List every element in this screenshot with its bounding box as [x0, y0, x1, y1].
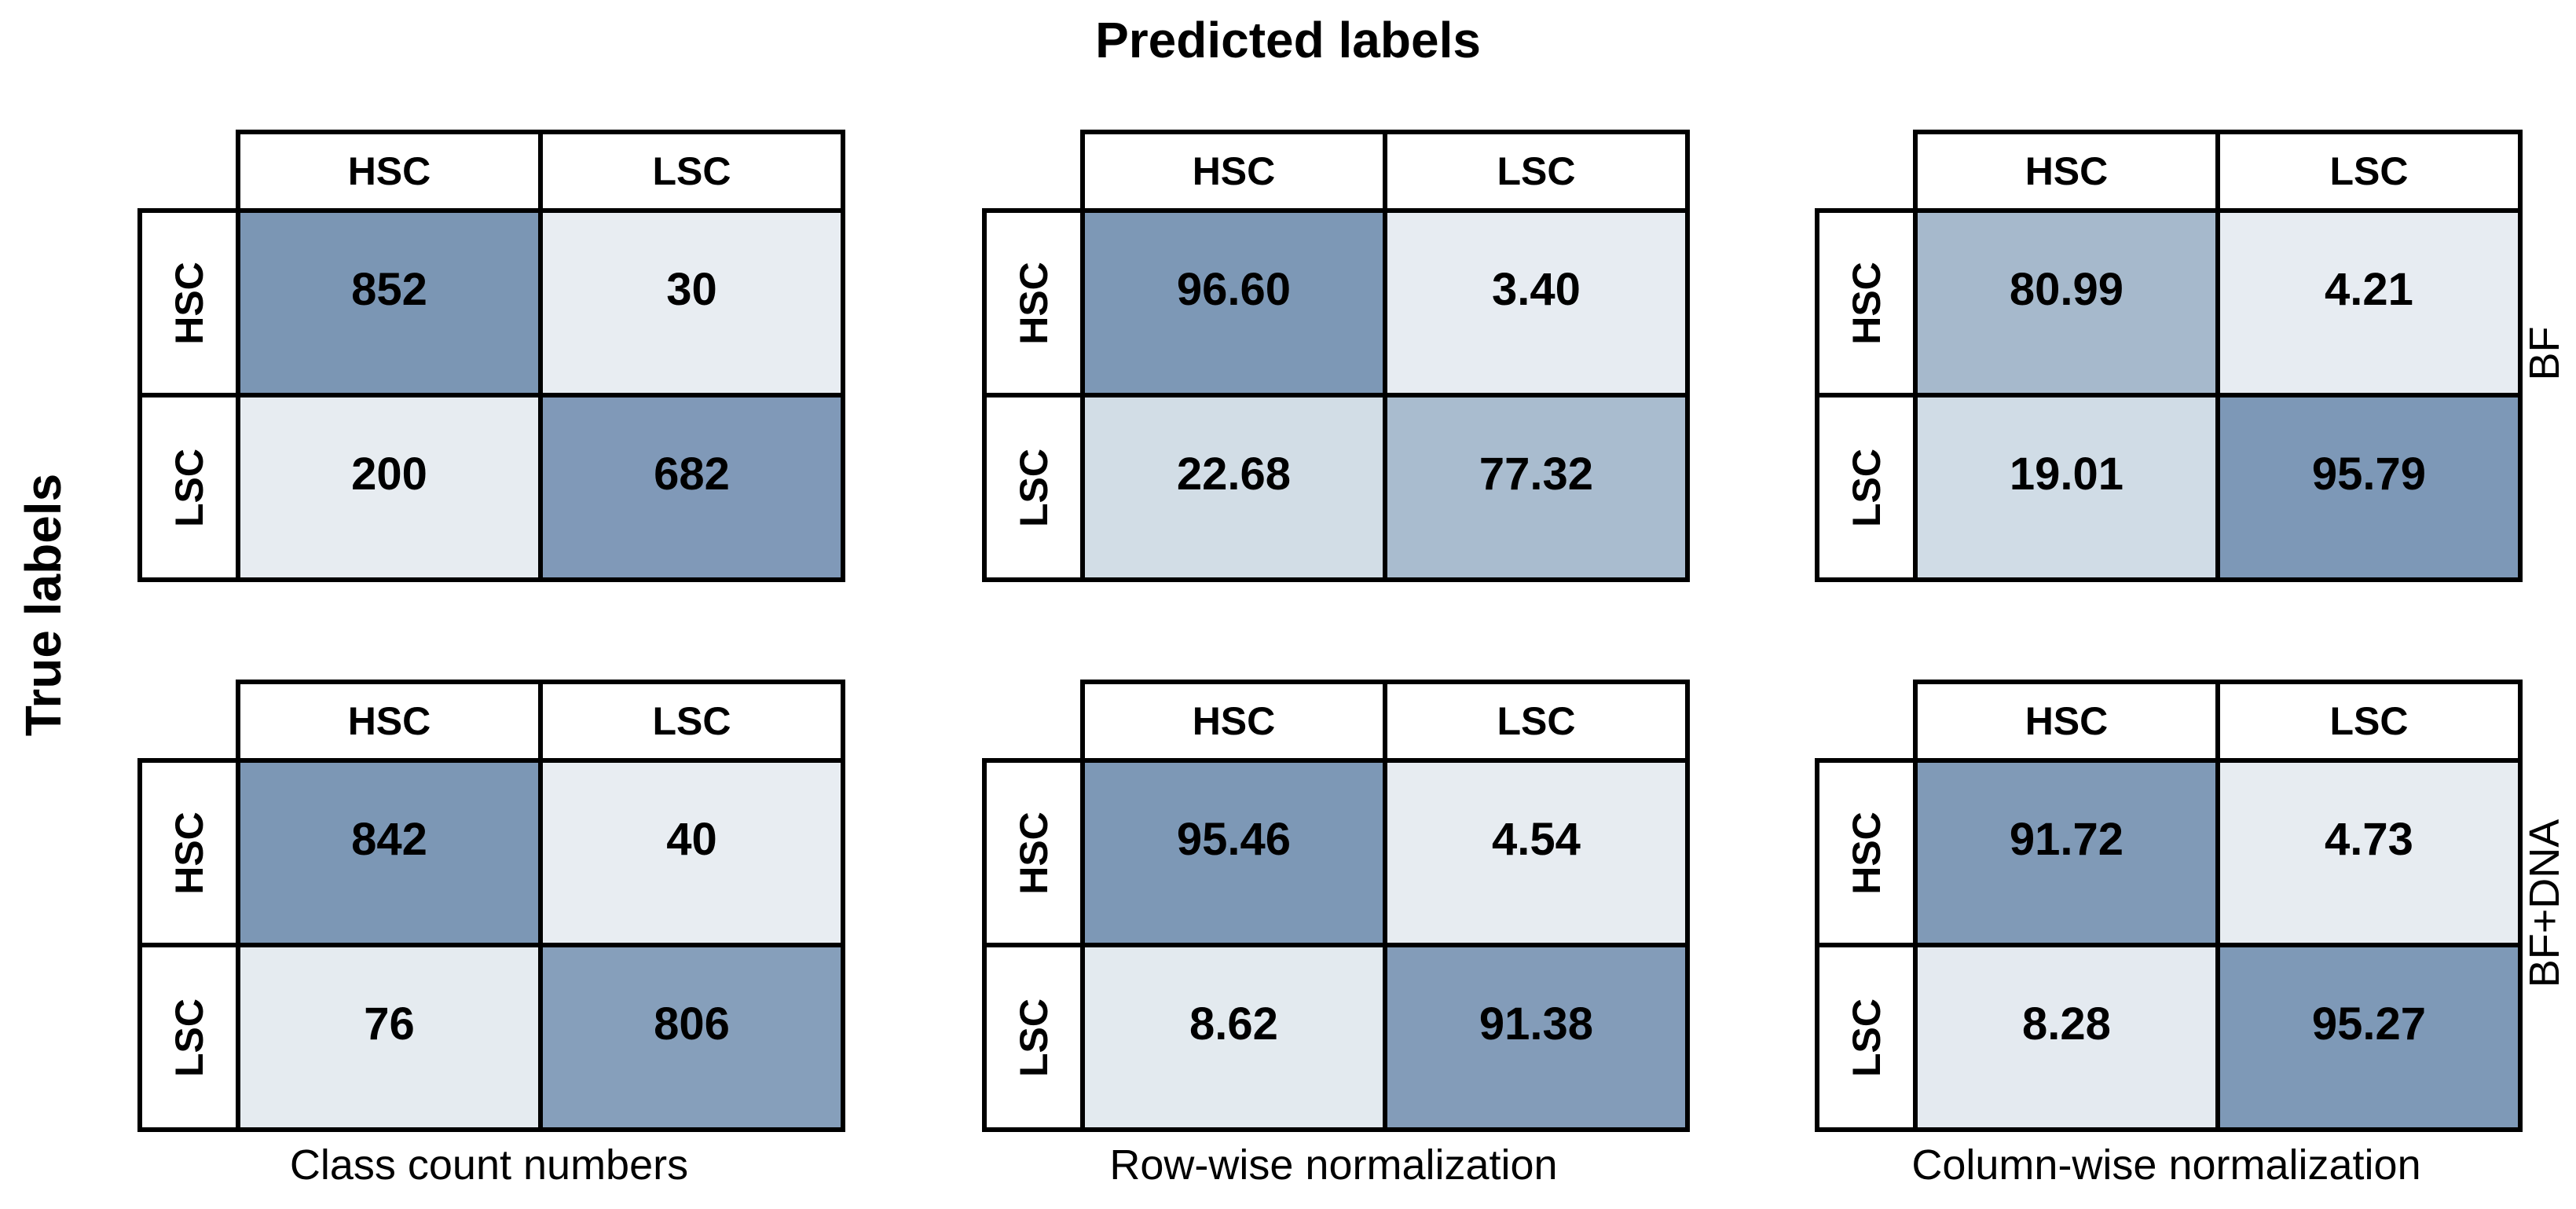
cell-true-hsc-pred-hsc: 852 [236, 208, 543, 398]
corner-spacer [1817, 682, 1915, 760]
corner-spacer [140, 682, 238, 760]
confusion-matrix-bfdna-rowwise: HSC LSC HSC 95.46 4.54 LSC 8.62 91.38 [982, 680, 1690, 1132]
cell-true-hsc-pred-hsc: 842 [236, 758, 543, 947]
cell-true-lsc-pred-hsc: 200 [236, 393, 543, 582]
row-header-hsc-label: HSC [167, 811, 211, 895]
row-header-lsc-label: LSC [167, 448, 211, 527]
col-header-lsc: LSC [1383, 680, 1690, 763]
col-header-lsc: LSC [2215, 130, 2523, 213]
cell-true-hsc-pred-lsc: 4.54 [1383, 758, 1690, 947]
row-group-label-bf-wrap: BF [2513, 130, 2576, 577]
col-header-lsc: LSC [538, 130, 845, 213]
cell-true-lsc-pred-hsc: 8.62 [1080, 943, 1387, 1132]
col-header-hsc: HSC [1080, 130, 1387, 213]
col-header-hsc: HSC [236, 130, 543, 213]
row-header-hsc: HSC [982, 758, 1085, 947]
cell-true-lsc-pred-lsc: 95.27 [2215, 943, 2523, 1132]
row-header-hsc: HSC [137, 758, 240, 947]
confusion-matrix-bf-colwise: HSC LSC HSC 80.99 4.21 LSC 19.01 95.79 [1815, 130, 2523, 582]
caption-column-wise-normalization: Column-wise normalization [1911, 1141, 2421, 1189]
cell-true-hsc-pred-hsc: 95.46 [1080, 758, 1387, 947]
row-header-lsc: LSC [1815, 943, 1918, 1132]
confusion-matrix-bf-counts: HSC LSC HSC 852 30 LSC 200 682 [137, 130, 845, 582]
cell-true-hsc-pred-lsc: 40 [538, 758, 845, 947]
row-header-lsc-label: LSC [1844, 998, 1889, 1077]
cell-true-lsc-pred-lsc: 682 [538, 393, 845, 582]
confusion-matrix-bfdna-counts: HSC LSC HSC 842 40 LSC 76 806 [137, 680, 845, 1132]
x-axis-title: Predicted labels [1095, 12, 1481, 68]
cell-true-lsc-pred-lsc: 77.32 [1383, 393, 1690, 582]
row-header-lsc-label: LSC [1011, 998, 1056, 1077]
row-group-label-bf: BF [2521, 326, 2568, 381]
row-header-hsc-label: HSC [1011, 261, 1056, 345]
row-group-label-bfdna: BF+DNA [2521, 819, 2568, 988]
row-header-hsc-label: HSC [1844, 811, 1889, 895]
row-header-hsc: HSC [1815, 208, 1918, 398]
row-header-lsc: LSC [982, 943, 1085, 1132]
corner-spacer [140, 132, 238, 211]
col-header-hsc: HSC [1080, 680, 1387, 763]
confusion-matrix-bf-rowwise: HSC LSC HSC 96.60 3.40 LSC 22.68 77.32 [982, 130, 1690, 582]
row-header-lsc: LSC [137, 943, 240, 1132]
corner-spacer [984, 132, 1083, 211]
col-header-lsc: LSC [2215, 680, 2523, 763]
row-header-lsc-label: LSC [167, 998, 211, 1077]
cell-true-lsc-pred-lsc: 806 [538, 943, 845, 1132]
row-header-hsc: HSC [982, 208, 1085, 398]
row-header-hsc: HSC [137, 208, 240, 398]
y-axis-title-wrap: True labels [0, 0, 86, 1209]
cell-true-lsc-pred-hsc: 8.28 [1913, 943, 2220, 1132]
cell-true-hsc-pred-hsc: 96.60 [1080, 208, 1387, 398]
cell-true-lsc-pred-lsc: 95.79 [2215, 393, 2523, 582]
col-header-lsc: LSC [538, 680, 845, 763]
caption-row-wise-normalization: Row-wise normalization [1109, 1141, 1558, 1189]
row-group-label-bfdna-wrap: BF+DNA [2513, 680, 2576, 1127]
row-header-hsc-label: HSC [1011, 811, 1056, 895]
corner-spacer [1817, 132, 1915, 211]
col-header-hsc: HSC [1913, 680, 2220, 763]
confusion-matrix-bfdna-colwise: HSC LSC HSC 91.72 4.73 LSC 8.28 95.27 [1815, 680, 2523, 1132]
corner-spacer [984, 682, 1083, 760]
col-header-hsc: HSC [1913, 130, 2220, 213]
row-header-lsc: LSC [1815, 393, 1918, 582]
cell-true-hsc-pred-lsc: 4.73 [2215, 758, 2523, 947]
col-header-lsc: LSC [1383, 130, 1690, 213]
row-header-lsc-label: LSC [1844, 448, 1889, 527]
cell-true-lsc-pred-hsc: 76 [236, 943, 543, 1132]
cell-true-lsc-pred-lsc: 91.38 [1383, 943, 1690, 1132]
col-header-hsc: HSC [236, 680, 543, 763]
y-axis-title: True labels [15, 473, 71, 736]
cell-true-lsc-pred-hsc: 22.68 [1080, 393, 1387, 582]
row-header-lsc: LSC [982, 393, 1085, 582]
cell-true-hsc-pred-lsc: 3.40 [1383, 208, 1690, 398]
cell-true-hsc-pred-lsc: 4.21 [2215, 208, 2523, 398]
cell-true-hsc-pred-hsc: 80.99 [1913, 208, 2220, 398]
cell-true-hsc-pred-hsc: 91.72 [1913, 758, 2220, 947]
caption-class-count-numbers: Class count numbers [289, 1141, 689, 1189]
row-header-hsc-label: HSC [167, 261, 211, 345]
row-header-lsc: LSC [137, 393, 240, 582]
row-header-lsc-label: LSC [1011, 448, 1056, 527]
cell-true-hsc-pred-lsc: 30 [538, 208, 845, 398]
cell-true-lsc-pred-hsc: 19.01 [1913, 393, 2220, 582]
row-header-hsc-label: HSC [1844, 261, 1889, 345]
row-header-hsc: HSC [1815, 758, 1918, 947]
